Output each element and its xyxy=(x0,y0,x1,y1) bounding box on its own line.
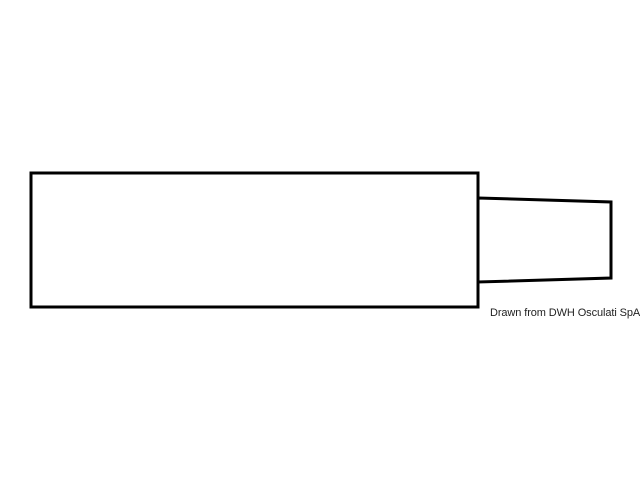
tapered-tip-outline xyxy=(476,196,613,284)
drawing-credit-caption: Drawn from DWH Osculati SpA xyxy=(490,307,640,319)
main-body-outline xyxy=(29,171,480,309)
